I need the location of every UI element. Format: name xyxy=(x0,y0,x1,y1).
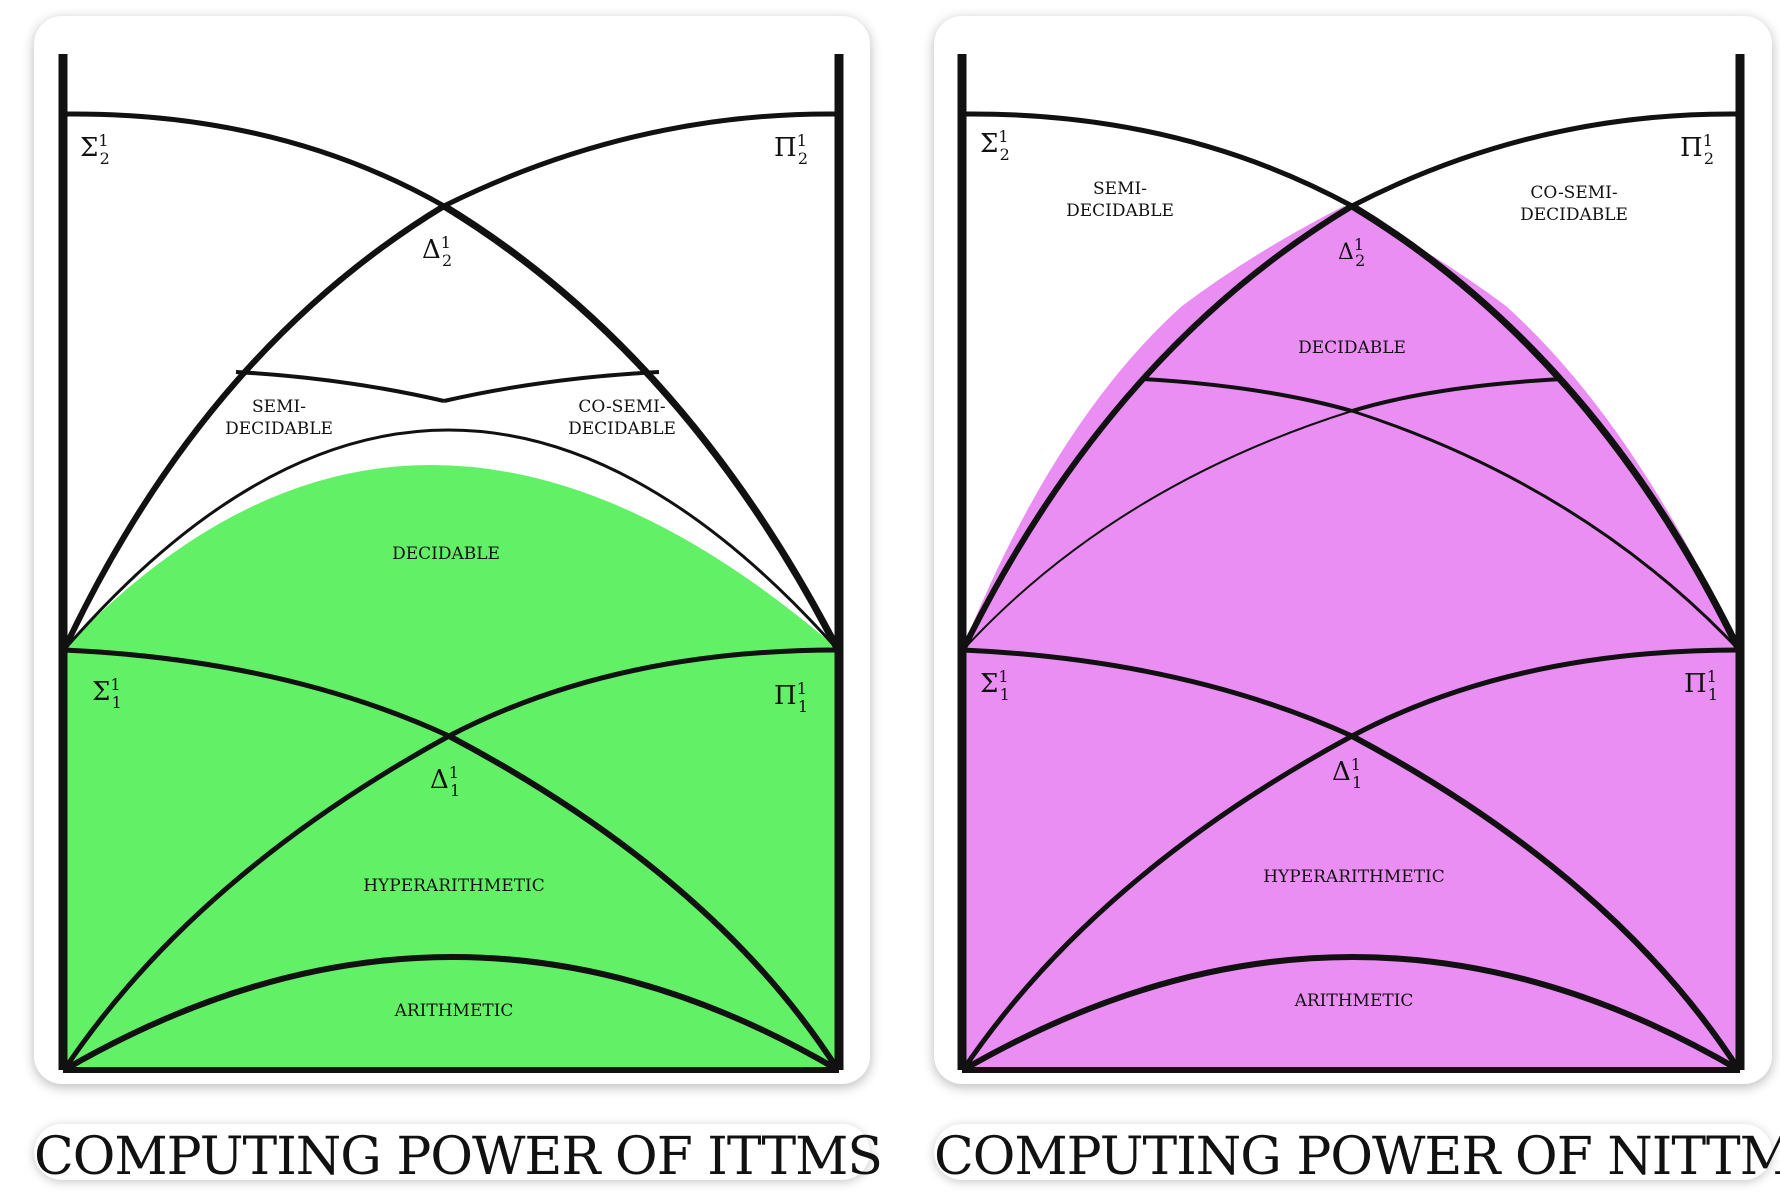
co-semi-decidable-label-line2: DECIDABLE xyxy=(1520,205,1628,225)
ittm-caption-text: COMPUTING POWER OF ITTMS xyxy=(34,1127,883,1187)
pi2-cap xyxy=(442,111,839,209)
sigma2-boundary-arc xyxy=(1350,203,1743,652)
nittm-caption: COMPUTING POWER OF NITTMS xyxy=(934,1124,1780,1185)
arithmetic-dome xyxy=(961,954,1741,1073)
sigma1-boundary-arc xyxy=(1350,733,1742,1072)
pi1-cap xyxy=(447,647,839,739)
co-semi-decidable-cap xyxy=(1351,377,1563,413)
sigma2-cap xyxy=(962,111,1354,209)
semi-decidable-label-line1: SEMI- xyxy=(1093,179,1147,199)
arithmetic-label: ARITHMETIC xyxy=(394,1001,514,1021)
semi-decidable-label-line2: DECIDABLE xyxy=(1066,201,1174,221)
decidable-label: DECIDABLE xyxy=(1298,338,1406,358)
pi1-boundary-arc xyxy=(61,733,451,1072)
sigma1-cap xyxy=(962,647,1354,739)
semi-decidable-cap xyxy=(1141,377,1353,413)
co-semi-decidable-label-line1: CO-SEMI- xyxy=(578,397,665,417)
semi-decidable-cap xyxy=(235,370,445,403)
co-semi-decidable-label-line1: CO-SEMI- xyxy=(1530,183,1617,203)
semi-decidable-sweep xyxy=(1351,409,1741,652)
arithmetic-dome xyxy=(62,954,840,1073)
pi2-cap xyxy=(1350,111,1740,209)
sigma1-boundary-arc xyxy=(447,733,841,1072)
semi-decidable-label-line2: DECIDABLE xyxy=(225,419,333,439)
decidable-label: DECIDABLE xyxy=(392,544,500,564)
pi1-boundary-arc xyxy=(960,733,1354,1072)
sigma2-boundary-arc xyxy=(442,203,842,652)
arithmetic-label: ARITHMETIC xyxy=(1294,991,1414,1011)
co-semi-decidable-sweep xyxy=(962,410,1353,651)
hyperarithmetic-label: HYPERARITHMETIC xyxy=(363,876,545,896)
hyperarithmetic-label: HYPERARITHMETIC xyxy=(1263,867,1445,887)
nittm-caption-text: COMPUTING POWER OF NITTMS xyxy=(934,1127,1780,1187)
ittm-computable-region xyxy=(63,465,839,1070)
ittm-caption: COMPUTING POWER OF ITTMS xyxy=(34,1124,883,1185)
pi1-cap xyxy=(1350,647,1740,739)
pi2-boundary-arc xyxy=(61,203,446,652)
co-semi-decidable-cap xyxy=(443,370,660,403)
nittm-computable-region xyxy=(962,206,1740,1070)
pi2-boundary-arc xyxy=(960,203,1354,652)
sigma2-cap xyxy=(63,111,446,209)
decidable-dome xyxy=(62,428,840,651)
sigma1-cap xyxy=(63,647,451,739)
semi-decidable-label-line1: SEMI- xyxy=(252,397,306,417)
co-semi-decidable-label-line2: DECIDABLE xyxy=(568,419,676,439)
